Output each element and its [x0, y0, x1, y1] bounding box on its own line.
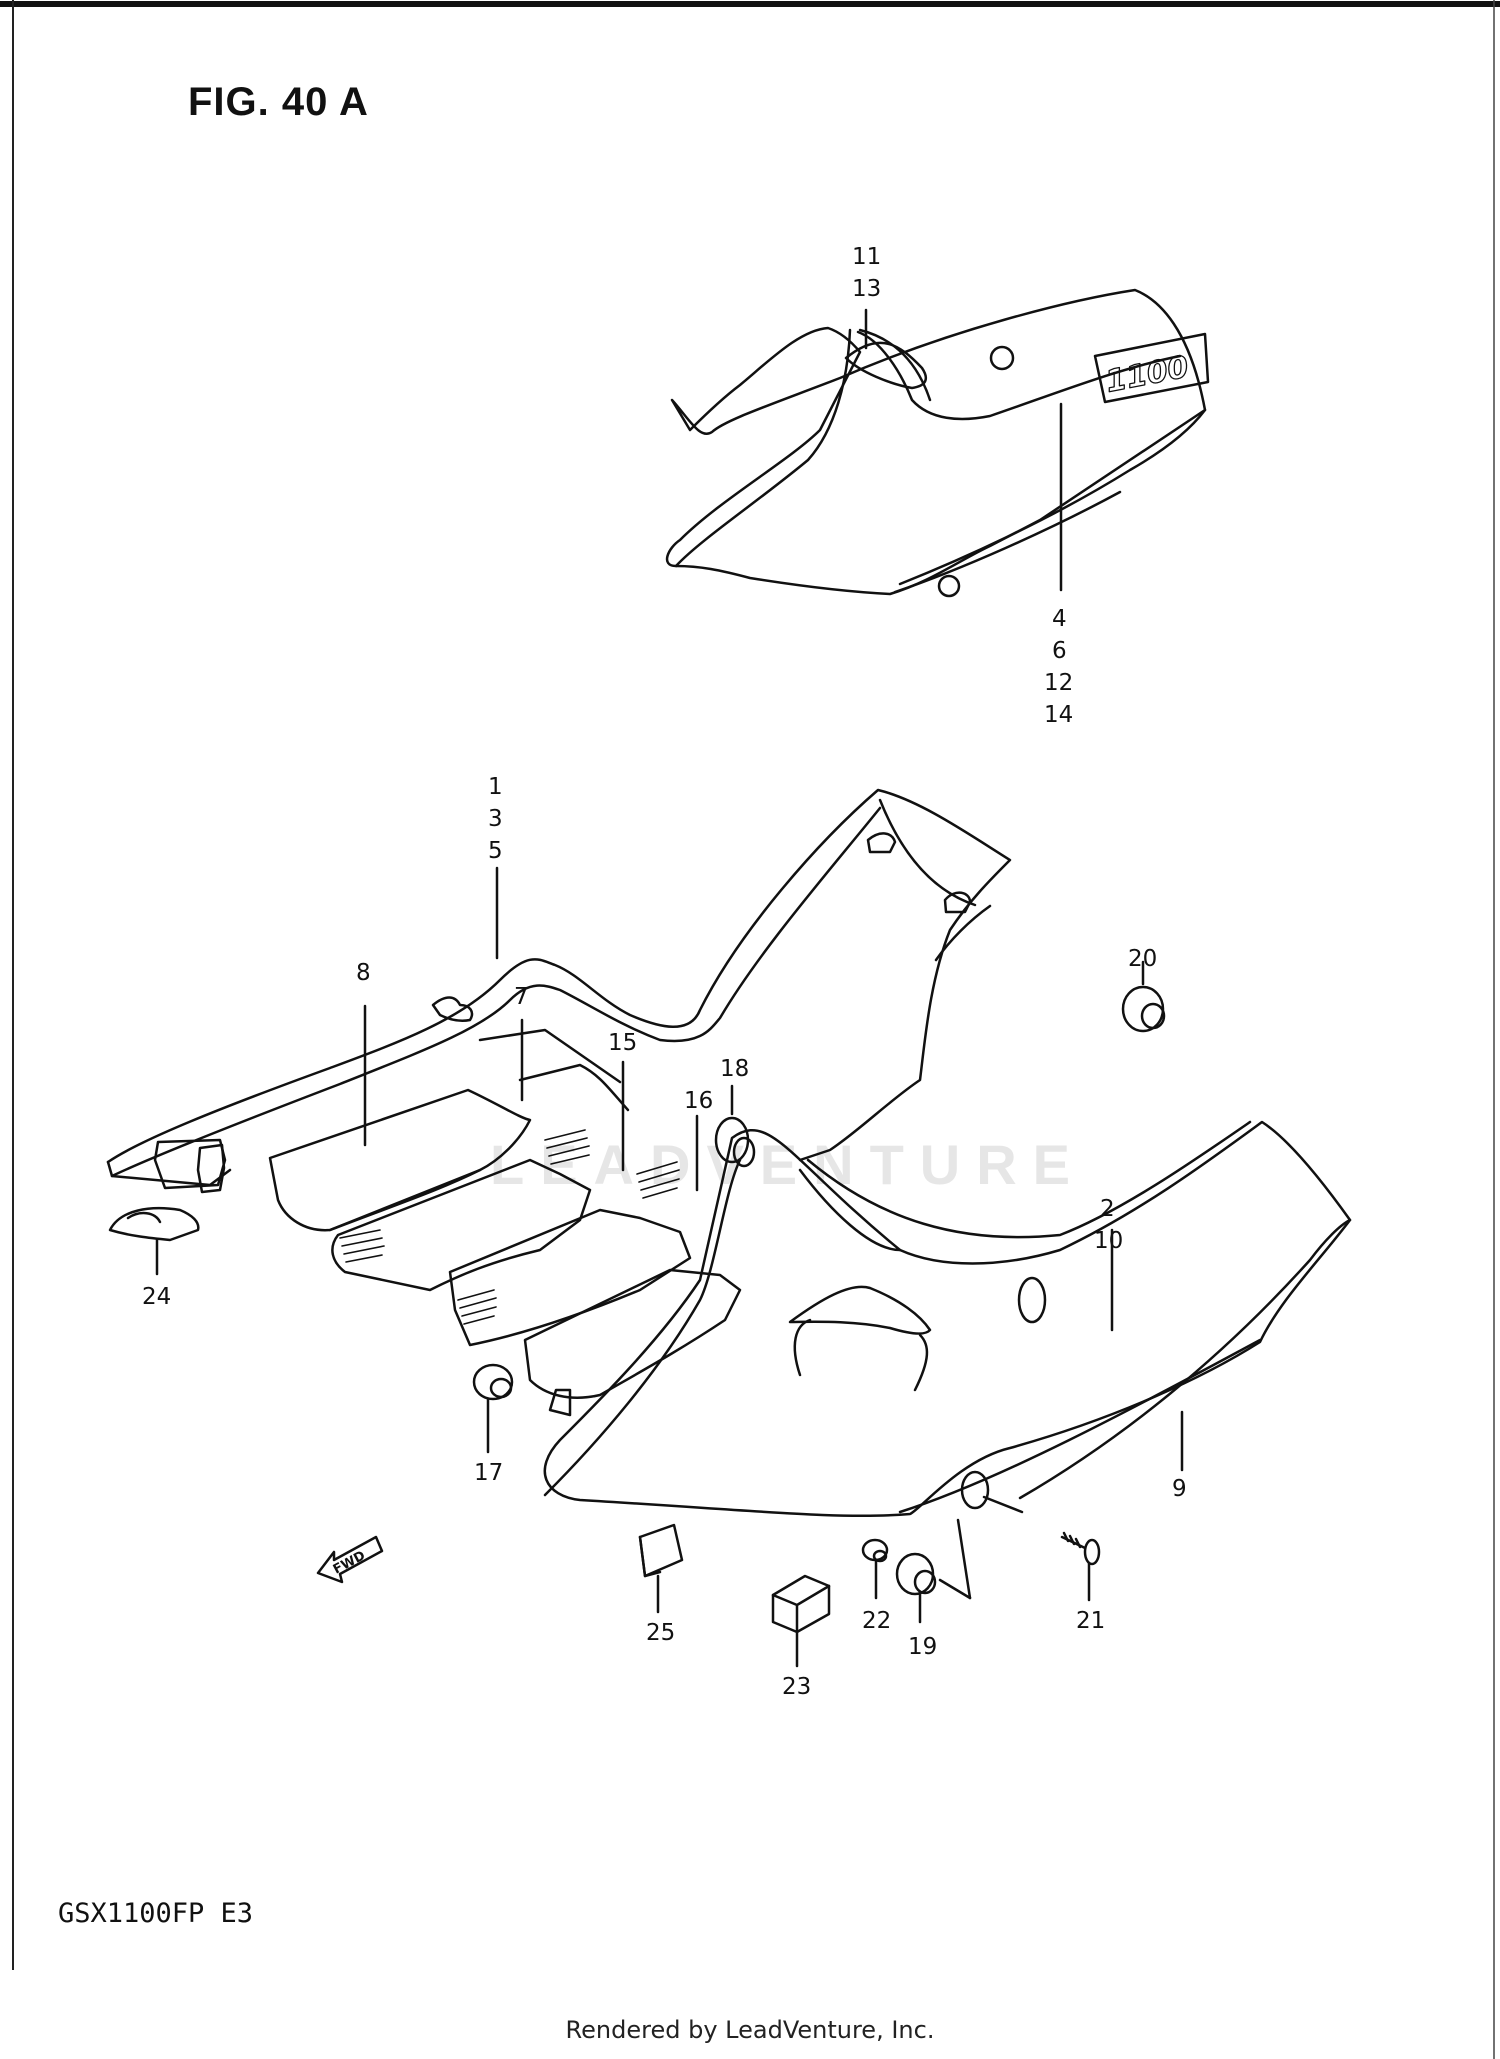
- callout-12: 12: [1044, 670, 1073, 696]
- fwd-arrow-icon: [316, 1535, 384, 1584]
- callout-20: 20: [1128, 946, 1157, 972]
- callout-24: 24: [142, 1284, 171, 1310]
- callout-5: 5: [488, 838, 503, 864]
- clip-24: [108, 1206, 200, 1276]
- grommet-19: [895, 1518, 972, 1624]
- emblem-1100-text: 1100: [1103, 350, 1192, 400]
- callout-labels: 11 13 4 6 12 14 1 3 5 8 7 15 18 16 20 2 …: [142, 244, 1187, 1700]
- lower-side-cover: [543, 1120, 1352, 1518]
- callout-21: 21: [1076, 1608, 1105, 1634]
- callout-17: 17: [474, 1460, 503, 1486]
- inner-frame-cover: [106, 788, 1012, 1194]
- callout-7: 7: [514, 984, 529, 1010]
- grommet-17: [472, 1363, 514, 1454]
- callout-23: 23: [782, 1674, 811, 1700]
- callout-25: 25: [646, 1620, 675, 1646]
- callout-6: 6: [1052, 638, 1067, 664]
- callout-1: 1: [488, 774, 503, 800]
- screw-21: [1060, 1531, 1101, 1602]
- callout-3: 3: [488, 806, 503, 832]
- callout-9: 9: [1172, 1476, 1187, 1502]
- callout-4: 4: [1052, 606, 1067, 632]
- callout-10: 10: [1094, 1228, 1123, 1254]
- washer-22: [861, 1538, 889, 1600]
- callout-19: 19: [908, 1634, 937, 1660]
- callout-16: 16: [684, 1088, 713, 1114]
- inner-liner-panels: [268, 1004, 742, 1399]
- footer-credit: Rendered by LeadVenture, Inc.: [565, 2016, 935, 2044]
- mesh-patterns: [339, 1129, 680, 1325]
- grommet-20: [1121, 960, 1166, 1033]
- callout-13: 13: [852, 276, 881, 302]
- callout-14: 14: [1044, 702, 1073, 728]
- figure-title: FIG. 40 A: [188, 80, 369, 124]
- callout-15: 15: [608, 1030, 637, 1056]
- model-code: GSX1100FP E3: [58, 1898, 254, 1929]
- upper-side-cover: 1100: [665, 288, 1210, 598]
- callout-8: 8: [356, 960, 371, 986]
- callout-2: 2: [1100, 1196, 1115, 1222]
- callout-22: 22: [862, 1608, 891, 1634]
- cushion-25: [638, 1523, 684, 1614]
- grommet-18: [714, 1084, 756, 1168]
- callout-11: 11: [852, 244, 881, 270]
- cushion-23: [771, 1574, 831, 1668]
- callout-18: 18: [720, 1056, 749, 1082]
